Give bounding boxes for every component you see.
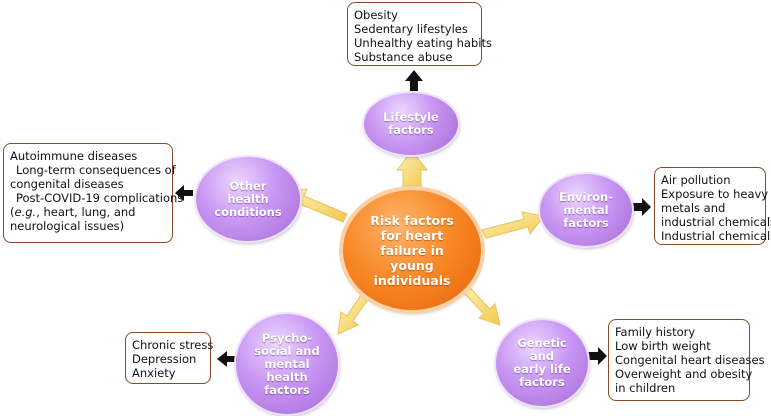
environmental-item: Industrial chemicals (661, 229, 771, 243)
environmental-label: Environ-mental factors (558, 189, 613, 230)
arrow-lifestyle-box (405, 70, 423, 91)
other-item: Autoimmune diseases (10, 149, 138, 163)
arrow-to-lifestyle (395, 150, 429, 187)
psychosocial-box: Chronic stress Depression Anxiety (125, 332, 214, 384)
arrow-to-psychosocial (337, 289, 372, 335)
genetic-item: Family history (615, 325, 696, 339)
other-item: Post-COVID-19 complications (16, 191, 184, 205)
genetic-item: Low birth weight (615, 339, 711, 353)
other-label: Other health conditions (214, 178, 282, 219)
other-item: neurological issues) (10, 219, 125, 233)
arrow-other-box (175, 185, 193, 201)
genetic-node: Genetic and early life factors (496, 320, 588, 406)
arrow-to-genetic (462, 286, 501, 326)
lifestyle-item: Unhealthy eating habits (354, 36, 492, 50)
other-item: (e.g., heart, lung, and (10, 205, 136, 219)
lifestyle-item: Substance abuse (354, 50, 453, 64)
environmental-item: Exposure to heavy (661, 187, 769, 201)
environmental-item: industrial chemicals (661, 215, 771, 229)
center-node: Risk factors for heart failure in young … (343, 190, 481, 310)
center-label: Risk factors for heart failure in young … (370, 212, 454, 288)
psychosocial-item: Depression (132, 352, 197, 366)
genetic-item: Congenital heart diseases (615, 353, 765, 367)
environmental-item: Air pollution (661, 173, 731, 187)
psychosocial-node: Psycho-social and mental health factors (236, 314, 338, 414)
lifestyle-label: Lifestyle factors (383, 110, 439, 137)
psychosocial-label: Psycho-social and mental health factors (254, 330, 320, 397)
psychosocial-item: Anxiety (132, 366, 176, 380)
environmental-item: metals and (661, 201, 726, 215)
lifestyle-node: Lifestyle factors (364, 93, 458, 155)
environmental-box: Air pollution Exposure to heavy metals a… (654, 167, 771, 245)
lifestyle-box: Obesity Sedentary lifestyles Unhealthy e… (347, 2, 492, 66)
environmental-node: Environ-mental factors (540, 174, 632, 246)
lifestyle-item: Obesity (354, 8, 398, 22)
psychosocial-item: Chronic stress (132, 338, 214, 352)
other-box: Autoimmune diseases Long-term consequenc… (3, 143, 184, 243)
arrow-to-environmental (481, 211, 545, 239)
arrow-genetic-box (588, 347, 607, 365)
other-item: congenital diseases (10, 177, 124, 191)
lifestyle-item: Sedentary lifestyles (354, 22, 468, 36)
arrow-psychosocial-box (217, 351, 237, 367)
other-node: Other health conditions (196, 157, 300, 241)
other-item: Long-term consequences of (16, 163, 176, 177)
genetic-box: Family history Low birth weight Congenit… (608, 319, 765, 401)
genetic-item: Overweight and obesity (615, 367, 753, 381)
arrow-environmental-box (632, 198, 651, 216)
genetic-item: in children (615, 381, 676, 395)
genetic-label: Genetic and early life factors (513, 336, 571, 389)
